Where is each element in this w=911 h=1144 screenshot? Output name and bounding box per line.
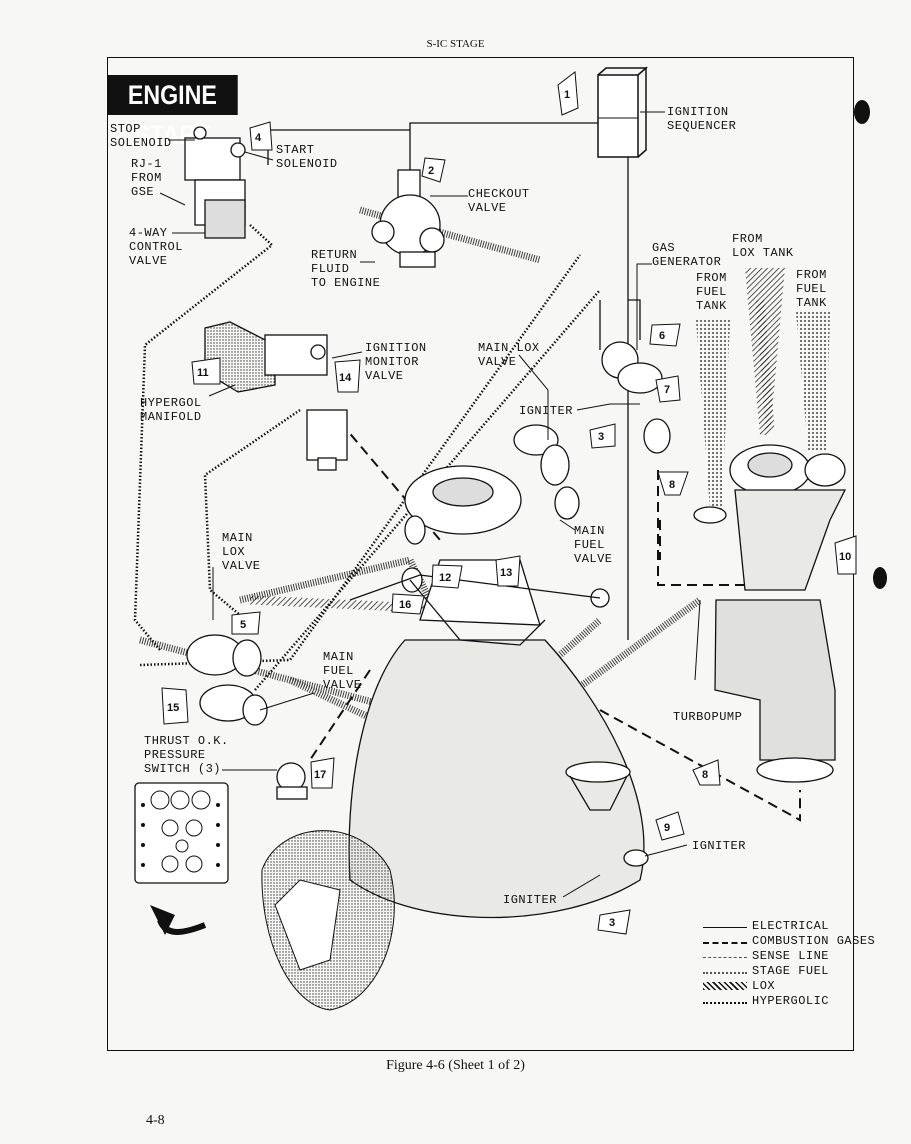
step-marker-9: 9 xyxy=(655,811,685,841)
fuel-tank-flow-right xyxy=(796,312,830,450)
svg-text:3: 3 xyxy=(598,431,604,443)
label-ignition-sequencer: IGNITION SEQUENCER xyxy=(667,105,737,133)
label-from-lox-tank: FROM LOX TANK xyxy=(732,232,794,260)
step-markers: 1 2 3 3 4 5 6 7 8 8 9 10 11 12 13 14 15 … xyxy=(161,71,857,935)
fuel-tank-flow-left xyxy=(696,320,730,510)
lox-tank-flow xyxy=(745,268,785,435)
gas-generator-icon xyxy=(601,341,671,454)
label-hypergol-manifold: HYPERGOL MANIFOLD xyxy=(140,396,202,424)
step-marker-2: 2 xyxy=(421,157,446,183)
svg-text:8: 8 xyxy=(702,769,708,781)
legend-swatch-lox xyxy=(703,982,747,990)
legend-swatch-stage-fuel xyxy=(703,972,747,974)
page-number: 4-8 xyxy=(146,1113,165,1128)
step-marker-8b: 8 xyxy=(692,759,721,786)
turbopump-icon xyxy=(693,444,847,783)
combustion-gas-lines xyxy=(309,409,801,822)
svg-text:13: 13 xyxy=(500,567,512,579)
step-marker-12: 12 xyxy=(431,564,463,589)
legend-label-electrical: ELECTRICAL xyxy=(752,919,830,933)
figure-title: ENGINE START xyxy=(107,75,238,150)
label-main-lox-valve-left: MAIN LOX VALVE xyxy=(222,531,261,573)
svg-text:9: 9 xyxy=(664,822,670,834)
label-ignition-monitor-valve: IGNITION MONITOR VALVE xyxy=(365,341,427,383)
svg-text:12: 12 xyxy=(439,572,451,584)
step-marker-6: 6 xyxy=(649,323,681,347)
legend-swatch-combustion xyxy=(703,942,747,944)
svg-text:11: 11 xyxy=(197,367,209,379)
checkout-valve-icon xyxy=(371,169,445,268)
step-marker-1: 1 xyxy=(557,71,579,116)
page-header: S-IC STAGE xyxy=(426,38,485,50)
svg-text:4: 4 xyxy=(255,132,262,144)
ignition-sequencer-icon xyxy=(597,66,648,158)
leader-lines xyxy=(159,111,701,898)
electrical-lines xyxy=(267,122,641,640)
label-return-fluid: RETURN FLUID TO ENGINE xyxy=(311,248,381,290)
label-turbopump: TURBOPUMP xyxy=(673,710,743,724)
label-igniter-top: IGNITER xyxy=(519,404,573,418)
label-igniter-bottom: IGNITER xyxy=(503,893,557,907)
label-stop-solenoid: STOP SOLENOID xyxy=(110,122,172,150)
svg-text:2: 2 xyxy=(428,165,434,177)
svg-text:15: 15 xyxy=(167,702,179,714)
legend-swatch-hypergolic xyxy=(703,1002,747,1004)
control-valve-icon xyxy=(184,126,246,239)
step-marker-8a: 8 xyxy=(657,471,689,496)
control-panel-icon xyxy=(134,782,229,884)
label-checkout-valve: CHECKOUT VALVE xyxy=(468,187,530,215)
label-start-solenoid: START SOLENOID xyxy=(276,143,338,171)
step-marker-16: 16 xyxy=(391,593,425,615)
svg-text:3: 3 xyxy=(609,917,615,929)
label-from-fuel-tank-left: FROM FUEL TANK xyxy=(696,271,727,313)
step-marker-5: 5 xyxy=(231,611,261,635)
legend-swatch-sense xyxy=(703,957,747,958)
label-gas-generator: GAS GENERATOR xyxy=(652,241,722,269)
thrust-ok-switch-icon xyxy=(276,762,308,800)
nozzle-cutaway-icon xyxy=(150,830,395,1011)
svg-text:6: 6 xyxy=(659,330,665,342)
legend-label-lox: LOX xyxy=(752,979,776,993)
legend-label-stage-fuel: STAGE FUEL xyxy=(752,964,830,978)
igniter-icon xyxy=(565,761,649,867)
main-valves-icon xyxy=(186,634,268,726)
legend-label-combustion: COMBUSTION GASES xyxy=(752,934,876,948)
step-marker-4: 4 xyxy=(249,121,273,151)
label-from-fuel-tank-right: FROM FUEL TANK xyxy=(796,268,827,310)
step-marker-14: 14 xyxy=(334,359,361,393)
step-marker-7: 7 xyxy=(655,375,681,403)
svg-text:10: 10 xyxy=(839,551,851,563)
svg-text:17: 17 xyxy=(314,769,326,781)
label-rj1-from-gse: RJ-1 FROM GSE xyxy=(131,157,162,199)
f1-engine-icon xyxy=(348,424,645,919)
step-marker-3b: 3 xyxy=(597,909,631,935)
step-marker-3a: 3 xyxy=(589,423,616,449)
step-marker-11: 11 xyxy=(191,357,221,385)
label-igniter-right: IGNITER xyxy=(692,839,746,853)
svg-text:7: 7 xyxy=(664,384,670,396)
step-marker-15: 15 xyxy=(161,687,189,725)
label-main-lox-valve-top: MAIN LOX VALVE xyxy=(478,341,540,369)
svg-text:5: 5 xyxy=(240,619,246,631)
step-label: 1 xyxy=(564,89,570,101)
step-marker-13: 13 xyxy=(495,555,521,587)
label-main-fuel-valve-right: MAIN FUEL VALVE xyxy=(574,524,613,566)
label-thrust-ok-switch: THRUST O.K. PRESSURE SWITCH (3) xyxy=(144,734,229,776)
label-main-fuel-valve-left: MAIN FUEL VALVE xyxy=(323,650,362,692)
binder-marks xyxy=(854,100,887,589)
legend-label-sense: SENSE LINE xyxy=(752,949,830,963)
legend-label-hypergolic: HYPERGOLIC xyxy=(752,994,830,1008)
svg-text:16: 16 xyxy=(399,599,411,611)
step-marker-17: 17 xyxy=(310,757,335,789)
svg-text:8: 8 xyxy=(669,479,675,491)
hypergol-manifold-icon xyxy=(204,321,348,471)
figure-caption: Figure 4-6 (Sheet 1 of 2) xyxy=(386,1058,525,1073)
legend-swatch-electrical xyxy=(703,927,747,928)
step-marker-10: 10 xyxy=(834,535,857,575)
svg-text:14: 14 xyxy=(339,372,352,384)
label-four-way-control-valve: 4-WAY CONTROL VALVE xyxy=(129,226,183,268)
